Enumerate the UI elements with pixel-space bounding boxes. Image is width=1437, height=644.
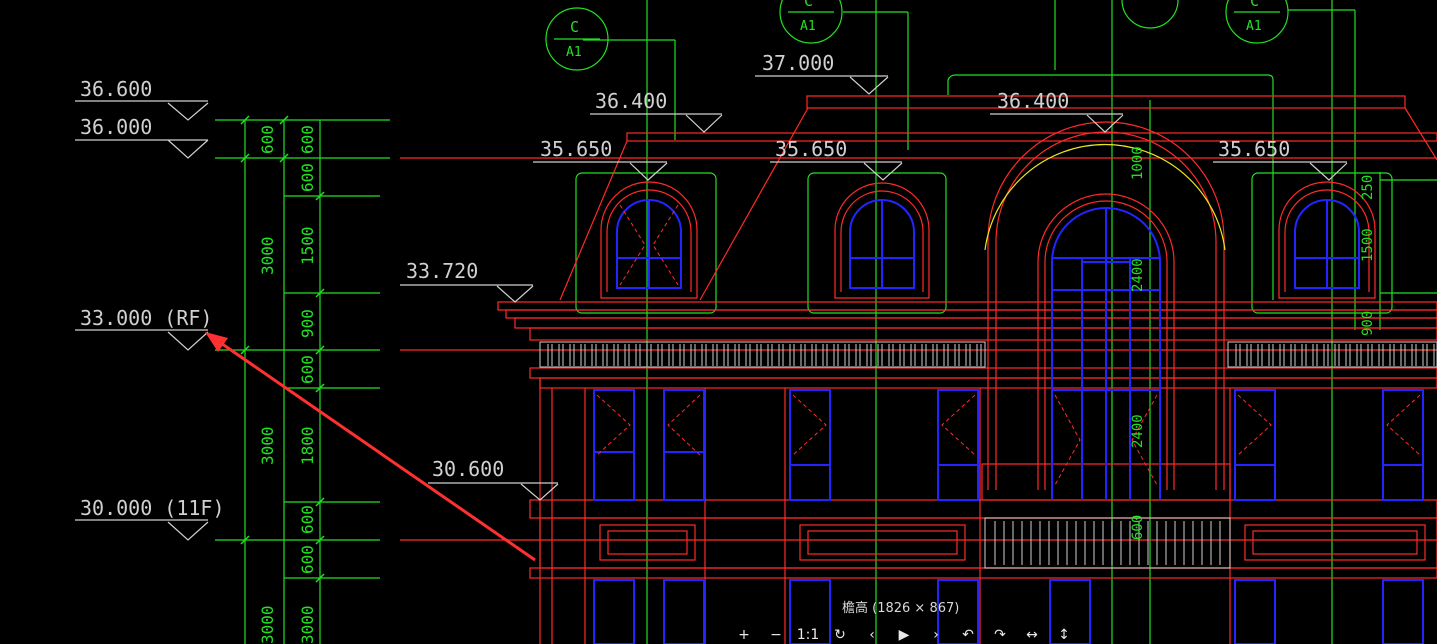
dim-col2-7: 600 [298,545,317,574]
level-36600: 36.600 [80,77,152,101]
dim-col2-8: 3000 [298,605,317,644]
level-35650-a: 35.650 [540,137,612,161]
level-36400-left: 36.400 [595,89,667,113]
level-33000: 33.000 (RF) [80,306,212,330]
dim-col2-4: 600 [298,355,317,384]
rotate-left-button[interactable]: ↶ [952,626,984,644]
level-markers [75,75,1348,541]
level-37000: 37.000 [762,51,834,75]
level-30000: 30.000 (11F) [80,496,225,520]
window-swing-marks [596,204,1421,486]
actual-size-button[interactable]: 1:1 [792,626,824,644]
central-window [1051,207,1161,500]
balustrade [539,341,1437,569]
dim-window-6: 900 [1360,311,1376,336]
one-to-one-icon: 1:1 [796,627,820,643]
level-36000: 36.000 [80,115,152,139]
dim-window-2: 2400 [1130,414,1146,448]
level-35650-b: 35.650 [775,137,847,161]
level-36400-center: 36.400 [997,89,1069,113]
rotate-right-icon: ↷ [994,627,1006,643]
dim-window-0: 1000 [1130,146,1146,180]
annotation-arrow [205,332,536,562]
dim-col1-0: 600 [258,125,277,154]
chevron-left-icon: ‹ [869,627,875,643]
dim-col2-0: 600 [298,125,317,154]
image-caption: 檐高 (1826 × 867) [842,601,960,616]
plus-icon: + [738,627,750,643]
refresh-icon: ↻ [834,627,846,643]
facade-outline [400,95,1437,644]
dim-col2-2: 1500 [298,226,317,265]
dim-col1-2: 3000 [258,426,277,465]
next-button[interactable]: › [920,626,952,644]
detail-callouts [545,0,1289,71]
level-33720: 33.720 [406,259,478,283]
lower-windows [593,389,1424,644]
reset-button[interactable]: ↻ [824,626,856,644]
text-layer: 36.600 36.000 33.000 (RF) 30.000 (11F) 37.00… [80,0,1376,644]
play-button[interactable]: ▶ [888,626,920,644]
flip-horizontal-icon: ↔ [1026,627,1038,643]
rotate-right-button[interactable]: ↷ [984,626,1016,644]
dim-col2-1: 600 [298,163,317,192]
callout-sheet-1: A1 [800,19,816,34]
arch-outline-yellow [984,144,1226,251]
minus-icon: − [770,627,782,643]
dim-col1-3: 3000 [258,605,277,644]
axis-lines [215,0,1437,644]
dim-window-4: 250 [1360,175,1376,200]
dim-window-1: 2400 [1130,258,1146,292]
dim-col2-3: 900 [298,309,317,338]
level-35650-c: 35.650 [1218,137,1290,161]
callout-detail-1: C [804,0,813,10]
dim-window-5: 1500 [1360,228,1376,262]
callout-detail-0: C [570,18,579,36]
flip-vertical-button[interactable]: ↕ [1048,626,1080,644]
dim-col2-6: 600 [298,505,317,534]
zoom-out-button[interactable]: − [760,626,792,644]
previous-button[interactable]: ‹ [856,626,888,644]
level-30600: 30.600 [432,457,504,481]
rotate-left-icon: ↶ [962,627,974,643]
play-icon: ▶ [898,627,910,643]
chevron-right-icon: › [933,627,939,643]
viewer-toolbar: + −1:1 ↻ ‹ ▶ › ↶ ↷ ↔ ↕ [728,626,1080,644]
dim-window-3: 600 [1130,515,1146,540]
balusters [547,344,1435,565]
flip-vertical-icon: ↕ [1058,627,1070,643]
dim-col1-1: 3000 [258,236,277,275]
dim-col2-5: 1800 [298,426,317,465]
callout-sheet-2: A1 [1246,19,1262,34]
zoom-in-button[interactable]: + [728,626,760,644]
dormer-windows [600,181,1376,299]
dimension-ticks [240,115,325,583]
callout-detail-2: C [1250,0,1259,10]
flip-horizontal-button[interactable]: ↔ [1016,626,1048,644]
callout-sheet-0: A1 [566,45,582,60]
